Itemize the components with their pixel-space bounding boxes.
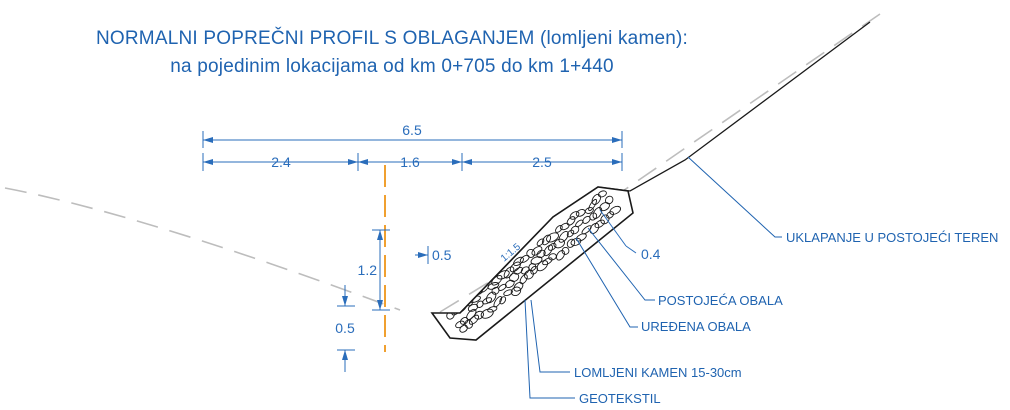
stone-mark <box>546 232 559 243</box>
dim-depth: 0.5 <box>335 320 355 336</box>
leader-existing-terrain <box>687 156 782 238</box>
stone-mark <box>609 205 622 215</box>
stone-mark <box>606 211 615 219</box>
stone-mark <box>561 246 570 255</box>
stone-mark <box>566 229 575 238</box>
stone-mark <box>556 250 565 261</box>
stone-mark <box>589 222 600 234</box>
stone-mark <box>491 275 503 286</box>
dim-seg2: 1.6 <box>400 154 420 170</box>
stone-mark <box>523 269 534 280</box>
dim-total-width: 6.5 <box>402 122 422 138</box>
diagram-subtitle: na pojedinim lokacijama od km 0+705 do k… <box>170 56 614 77</box>
stone-mark <box>591 193 601 205</box>
diagram-title: NORMALNI POPREČNI PROFIL S OBLAGANJEM (l… <box>95 28 689 49</box>
stone-mark <box>588 198 597 212</box>
stone-mark <box>503 266 515 279</box>
stone-revetment <box>430 186 634 341</box>
leader-regulated-bank <box>575 237 638 328</box>
stone-mark <box>536 249 546 259</box>
stone-mark <box>509 261 521 273</box>
stone-mark <box>559 222 570 231</box>
stone-mark <box>474 310 484 320</box>
stone-mark <box>460 317 469 325</box>
label-existing-bank: POSTOJEĆA OBALA <box>658 293 783 308</box>
stone-mark <box>547 243 557 251</box>
existing-terrain-line <box>4 187 401 311</box>
stone-mark <box>503 289 513 297</box>
dim-toe-offset: 0.5 <box>432 247 452 263</box>
stone-mark <box>548 253 557 261</box>
label-existing-terrain: UKLAPANJE U POSTOJEĆI TEREN <box>786 230 998 245</box>
stone-mark <box>542 257 553 266</box>
stone-mark <box>597 190 607 198</box>
stone-mark <box>570 237 582 246</box>
stone-mark <box>519 274 528 285</box>
stone-mark <box>530 256 543 265</box>
stone-mark <box>592 207 603 219</box>
stone-mark <box>487 306 498 313</box>
stone-mark <box>575 233 587 242</box>
dim-thickness: 0.4 <box>641 246 661 262</box>
label-regulated-bank: UREĐENA OBALA <box>641 319 751 334</box>
stone-mark <box>480 308 494 319</box>
dim-seg1: 2.4 <box>271 154 291 170</box>
stone-mark <box>526 248 536 258</box>
stone-mark <box>555 225 563 233</box>
stone-mark <box>558 231 569 243</box>
stone-mark <box>569 211 580 220</box>
leader-existing-bank <box>587 227 655 301</box>
stone-mark <box>498 283 507 291</box>
stone-mark <box>513 281 524 292</box>
stone-mark <box>543 244 553 257</box>
stone-mark <box>496 270 510 280</box>
stone-mark <box>455 320 465 329</box>
leader-stone <box>530 299 570 373</box>
stone-mark <box>519 254 530 263</box>
label-geotextile: GEOTEKSTIL <box>579 391 661 406</box>
stone-mark <box>566 216 576 226</box>
stone-mark <box>464 319 473 329</box>
dim-height: 1.2 <box>358 262 378 278</box>
stone-mark <box>594 219 605 229</box>
label-stone: LOMLJENI KAMEN 15-30cm <box>574 365 742 380</box>
stone-mark <box>513 256 524 267</box>
leader-geotextile <box>524 299 575 399</box>
stone-mark <box>581 225 592 235</box>
stone-mark <box>487 282 500 290</box>
stone-mark <box>531 246 543 256</box>
dim-seg3: 2.5 <box>532 154 552 170</box>
stone-mark <box>485 291 497 304</box>
stone-mark <box>605 195 614 205</box>
stone-mark <box>499 296 507 305</box>
